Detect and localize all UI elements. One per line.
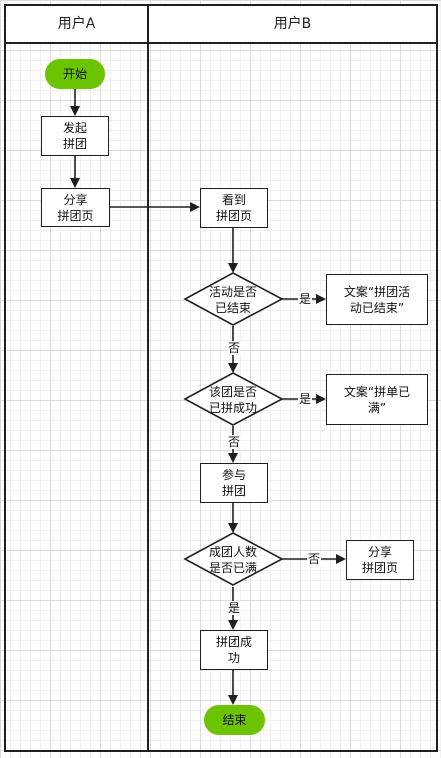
see-page-label-1: 看到: [221, 193, 246, 207]
lane-divider: [147, 4, 149, 752]
decision-group-done: [183, 372, 284, 426]
msg-activity-ended-box: 文案“拼团活 动已结束”: [326, 274, 428, 325]
end-label: 结束: [222, 713, 247, 727]
edge-label-yes-ended: 是: [298, 292, 313, 306]
lane-header-divider: [4, 42, 438, 44]
edge-label-yes-full: 是: [227, 601, 242, 615]
initiate-label-1: 发起: [62, 121, 87, 135]
share-b-label-2: 拼团页: [361, 561, 398, 575]
share-b-label-1: 分享: [367, 545, 392, 559]
activity-ended-label-1: 活动是否: [208, 285, 257, 299]
start-terminal: 开始: [45, 59, 105, 89]
count-full-label-2: 是否已满: [208, 561, 257, 575]
lane-title-user-a: 用户A: [6, 6, 147, 42]
group-done-text: 该团是否 已拼成功: [201, 384, 265, 416]
initiate-label-2: 拼团: [62, 137, 87, 151]
join-label-1: 参与: [221, 468, 246, 482]
decision-activity-ended: [183, 272, 284, 326]
share-page-a-box: 分享 拼团页: [41, 188, 110, 227]
share-a-label-2: 拼团页: [57, 208, 94, 223]
activity-ended-label-2: 已结束: [214, 301, 251, 315]
share-page-b-box: 分享 拼团页: [346, 540, 414, 580]
decision-count-full: [183, 532, 284, 586]
edge-label-no-ended: 否: [227, 341, 242, 355]
lane-title-user-b: 用户B: [149, 6, 436, 42]
group-success-box: 拼团成 功: [200, 630, 268, 670]
msg-full-label-2: 满”: [367, 400, 387, 415]
end-terminal: 结束: [204, 705, 265, 735]
swimlane-pool: [4, 4, 438, 752]
share-a-label-1: 分享: [63, 192, 88, 207]
see-page-label-2: 拼团页: [215, 209, 252, 223]
edge-label-no-done: 否: [227, 435, 242, 449]
group-done-label-1: 该团是否: [208, 385, 257, 399]
edge-label-no-full: 否: [307, 552, 322, 566]
count-full-text: 成团人数 是否已满: [201, 544, 265, 576]
msg-ended-label-2: 动已结束”: [349, 300, 405, 315]
edge-label-yes-done: 是: [298, 392, 313, 406]
start-label: 开始: [62, 67, 87, 81]
join-group-box: 参与 拼团: [200, 463, 268, 503]
msg-ended-label-1: 文案“拼团活: [343, 284, 411, 299]
success-label-2: 功: [227, 651, 240, 665]
success-label-1: 拼团成: [215, 635, 252, 649]
initiate-group-box: 发起 拼团: [41, 116, 109, 156]
count-full-label-1: 成团人数: [208, 545, 257, 559]
activity-ended-text: 活动是否 已结束: [201, 284, 265, 316]
group-done-label-2: 已拼成功: [208, 401, 257, 415]
see-page-box: 看到 拼团页: [200, 188, 268, 228]
join-label-2: 拼团: [221, 484, 246, 498]
msg-full-label-1: 文案“拼单已: [343, 384, 411, 399]
msg-order-full-box: 文案“拼单已 满”: [326, 374, 428, 425]
